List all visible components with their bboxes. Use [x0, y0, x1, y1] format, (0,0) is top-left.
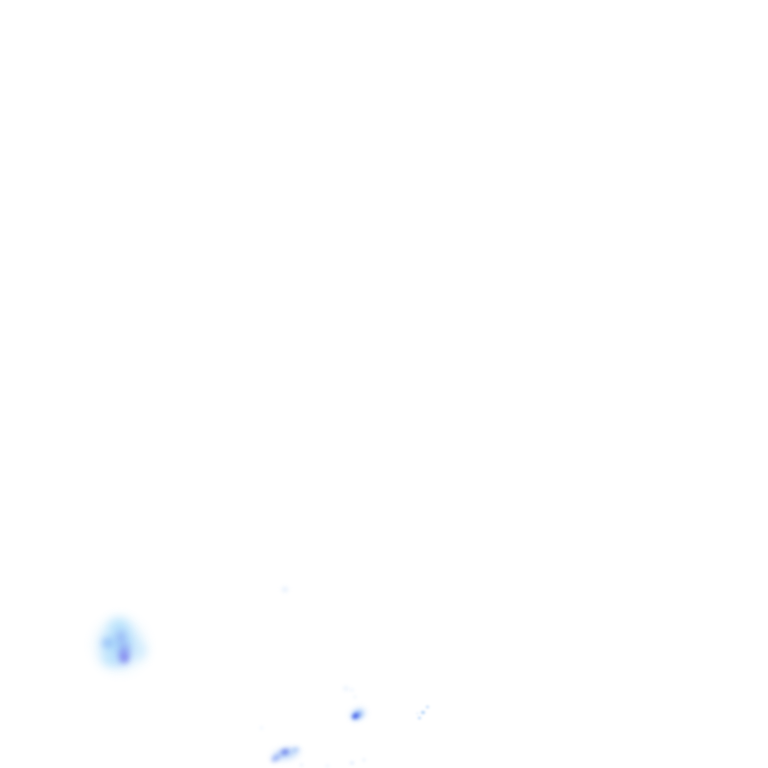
trail-speck-4 [361, 758, 367, 762]
speck-upper-center [281, 585, 289, 593]
blob-main-core-hotspot [119, 652, 129, 664]
blob-main-left-lobe [100, 636, 116, 650]
blob-main-base [93, 617, 147, 673]
speck-above-streak-3 [353, 695, 357, 699]
faint-dot-left [258, 726, 264, 730]
blob-main-right-bulge [129, 640, 149, 662]
bottom-smudge-core [278, 746, 292, 758]
cluster-dot-3 [424, 705, 430, 709]
speck-above-streak-2 [350, 688, 354, 692]
blob-main-core [115, 639, 133, 667]
trail-speck-1 [298, 763, 304, 767]
cluster-dot-2 [420, 709, 426, 715]
blob-main-core-upper [113, 627, 129, 647]
streak-mid [348, 707, 366, 723]
speck-above-streak-1 [343, 685, 349, 691]
blob-main-bottom-lobe [99, 648, 125, 668]
cluster-dot-1 [416, 716, 422, 720]
cluster-dot-4 [415, 711, 419, 715]
bottom-smudge-right [288, 745, 302, 755]
bottom-smudge-halo [267, 743, 305, 765]
trail-speck-2 [324, 764, 330, 768]
bottom-smudge-left [267, 750, 285, 766]
streak-halo [345, 703, 371, 725]
streak-core [349, 710, 361, 722]
trail-speck-3 [349, 760, 355, 766]
blob-main-top-lobe [105, 615, 133, 639]
